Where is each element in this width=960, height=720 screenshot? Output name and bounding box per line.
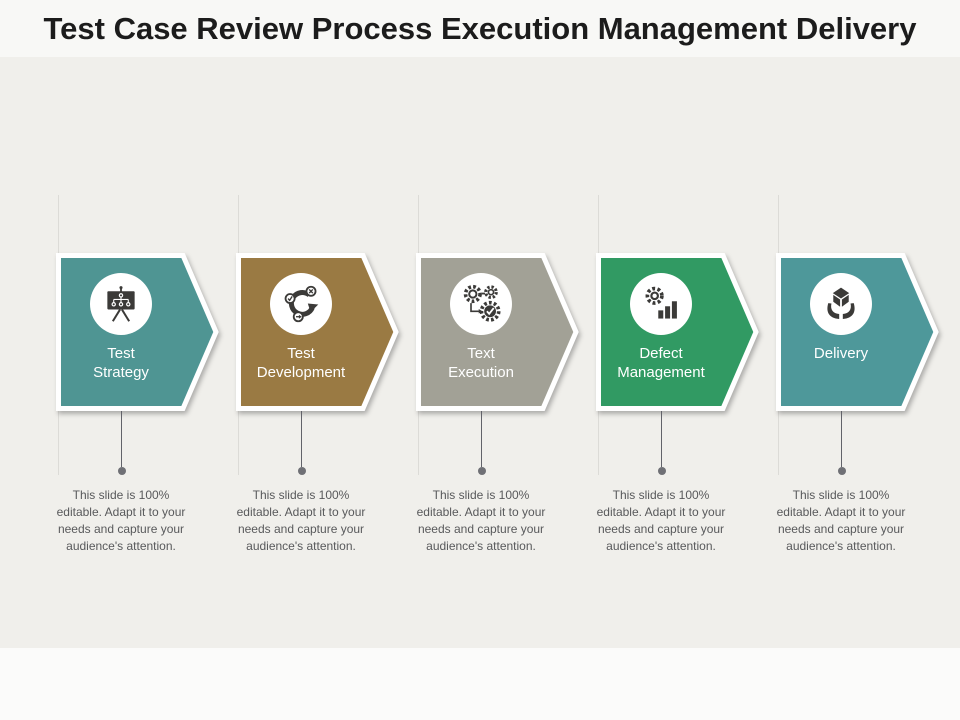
step-description: This slide is 100%editable. Adapt it to …: [56, 488, 186, 553]
chevron-arrow-shape: [416, 253, 579, 411]
connector-line: [837, 411, 846, 475]
step-label: Test Development: [256, 345, 346, 381]
page-title: Test Case Review Process Execution Manag…: [43, 10, 917, 46]
gears-process-check-icon: [463, 284, 501, 322]
step-description: This slide is 100%editable. Adapt it to …: [416, 488, 546, 553]
bottom-strip: [0, 648, 960, 720]
connector-dot: [837, 467, 846, 475]
presentation-org-chart-icon: [107, 286, 135, 322]
chevron-arrow-shape: [776, 253, 939, 411]
dev-cycle-arrows-icon: [284, 285, 319, 323]
chevron-arrow-shape: [236, 253, 399, 411]
step-label: Delivery: [813, 345, 869, 362]
hands-holding-box-icon: [827, 287, 855, 319]
connector-dot: [117, 467, 126, 475]
connector-line: [477, 411, 486, 475]
icon-circle: [810, 273, 872, 335]
chevron-arrow-shape: [596, 253, 759, 411]
gear-bar-chart-icon: [645, 286, 677, 319]
process-step-text-execution: Text Execution: [416, 253, 580, 411]
step-label: Defect Management: [617, 345, 705, 381]
connector-line: [657, 411, 666, 475]
chevron-arrow-shape: [56, 253, 219, 411]
title-strip: Test Case Review Process Execution Manag…: [0, 0, 960, 57]
icon-circle: [630, 273, 692, 335]
icon-circle: [450, 273, 512, 335]
process-step-test-development: Test Development: [236, 253, 400, 411]
step-description: This slide is 100%editable. Adapt it to …: [596, 488, 726, 553]
icon-circle: [90, 273, 152, 335]
step-label: Text Execution: [448, 345, 514, 381]
connector-line: [117, 411, 126, 475]
process-step-defect-management: Defect Management: [596, 253, 760, 411]
connector-dot: [297, 467, 306, 475]
step-description: This slide is 100%editable. Adapt it to …: [776, 488, 906, 553]
icon-circle: [270, 273, 332, 335]
step-description: This slide is 100%editable. Adapt it to …: [236, 488, 366, 553]
process-step-delivery: Delivery: [776, 253, 940, 411]
step-label: Test Strategy: [93, 345, 149, 381]
process-step-test-strategy: Test Strategy: [56, 253, 220, 411]
connector-dot: [477, 467, 486, 475]
connector-line: [297, 411, 306, 475]
connector-dot: [657, 467, 666, 475]
